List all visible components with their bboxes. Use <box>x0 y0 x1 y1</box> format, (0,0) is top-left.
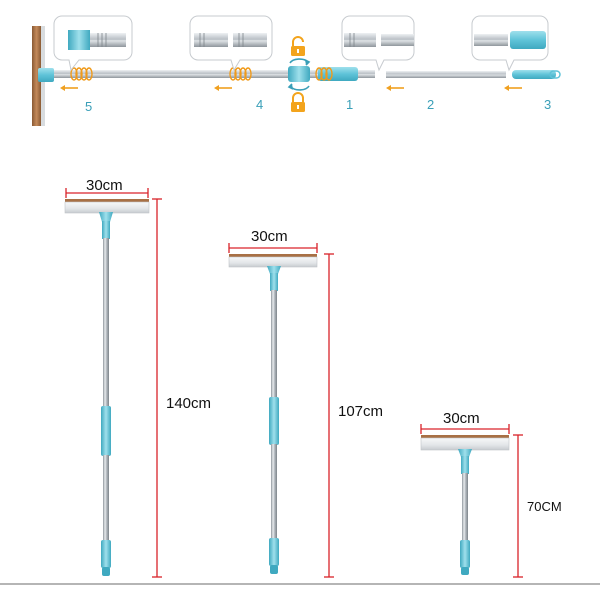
squeegee-head-side <box>32 26 54 126</box>
pole-segment-5 <box>54 70 224 78</box>
arrow-left-icon <box>386 85 404 91</box>
length-label: 107cm <box>338 403 383 420</box>
unlock-icon <box>291 36 305 56</box>
spring-1 <box>315 67 333 81</box>
squeegee-140cm: 30cm 140cm <box>64 177 211 578</box>
lock-collar-1 <box>288 66 310 82</box>
arrow-left-icon <box>504 85 522 91</box>
arrow-left-icon <box>60 85 78 91</box>
step-number-5: 5 <box>85 99 92 114</box>
callout-step-3 <box>471 15 549 72</box>
step-number-1: 1 <box>346 97 353 112</box>
step-number-2: 2 <box>427 97 434 112</box>
squeegee-70cm: 30cm 70CM <box>420 410 562 578</box>
callout-step-2 <box>341 15 415 72</box>
step-number-3: 3 <box>544 97 551 112</box>
lock-collar-2 <box>318 67 358 81</box>
callout-step-4 <box>189 15 273 72</box>
pole-segment-2 <box>386 71 506 78</box>
width-label: 30cm <box>251 228 288 245</box>
squeegee-107cm: 30cm 107cm <box>228 228 383 578</box>
pole-segment-4 <box>222 70 302 78</box>
length-label: 70CM <box>527 499 562 514</box>
pole-segment-3 <box>512 70 556 79</box>
length-label: 140cm <box>166 395 211 412</box>
lock-icon <box>291 92 305 112</box>
spring-5 <box>70 67 93 81</box>
width-label: 30cm <box>86 177 123 194</box>
callout-step-5 <box>53 15 133 72</box>
arrow-left-icon <box>214 85 232 91</box>
step-number-4: 4 <box>256 97 263 112</box>
rotate-arrows-icon <box>287 58 311 91</box>
width-label: 30cm <box>443 410 480 427</box>
assembly-diagram: 5 4 1 2 3 <box>32 15 561 126</box>
spring-4 <box>229 67 252 81</box>
